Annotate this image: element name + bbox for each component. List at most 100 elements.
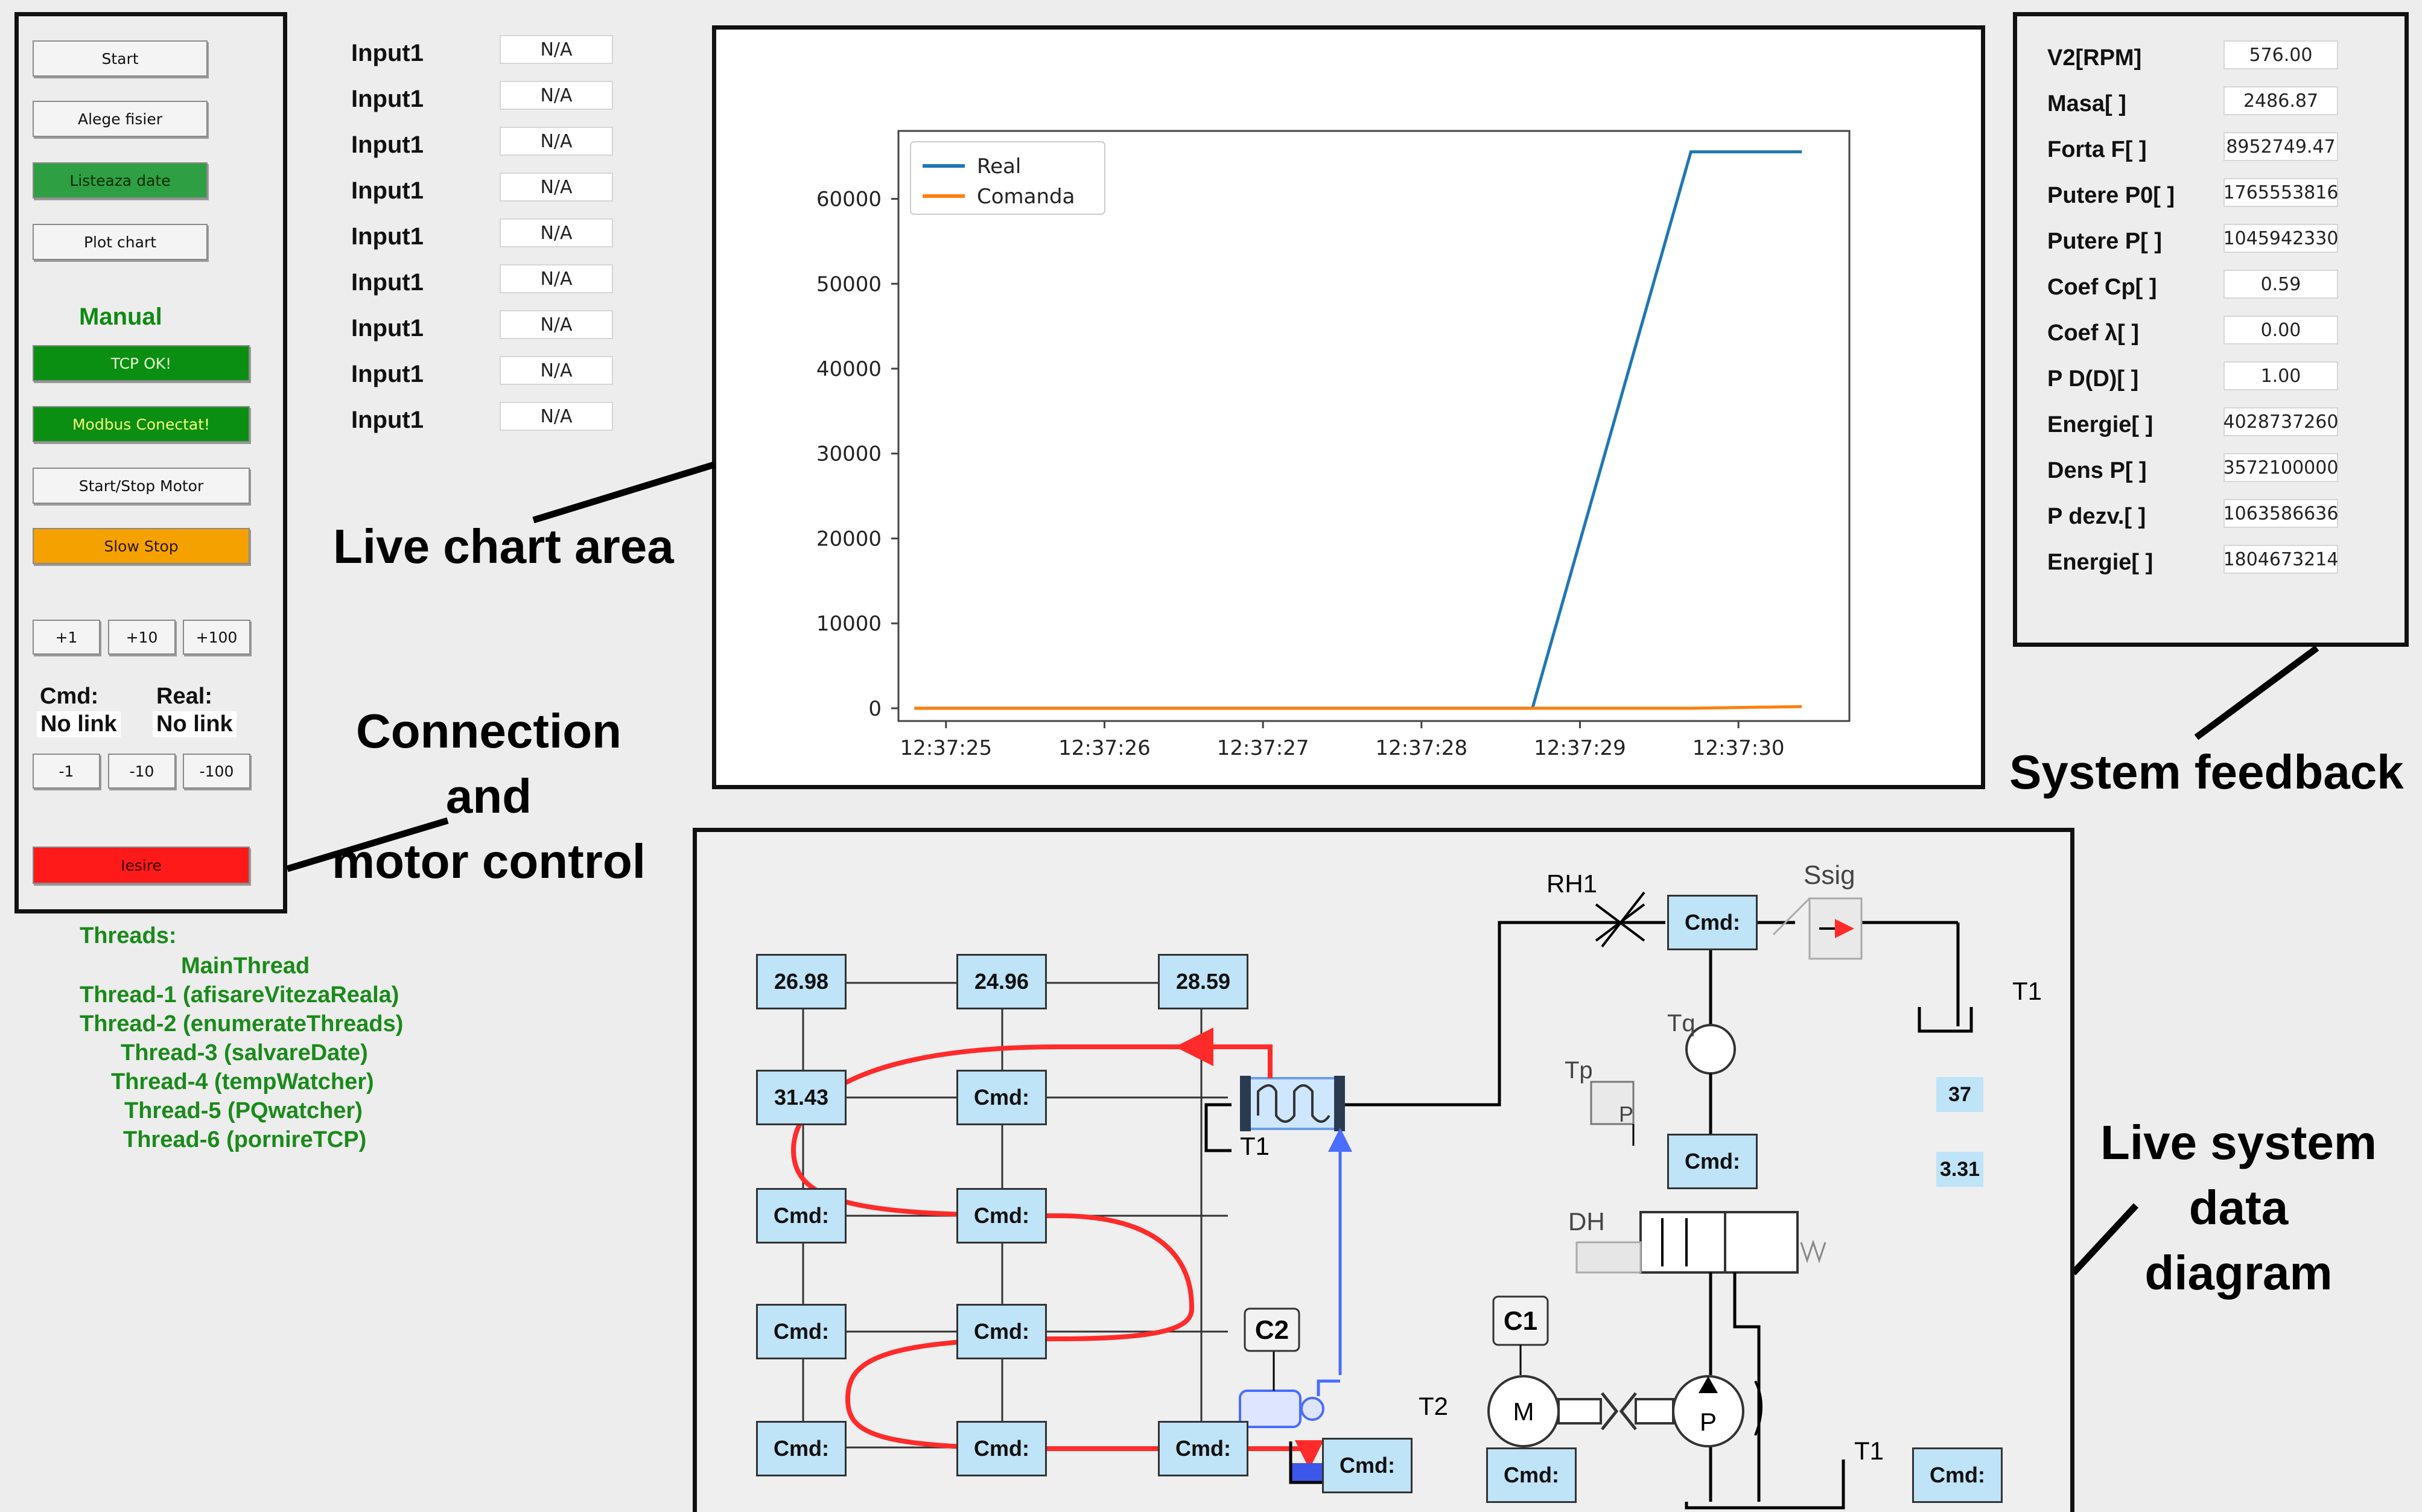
cmd-label: Cmd: — [40, 684, 99, 709]
ssig-label: Ssig — [1804, 860, 1855, 890]
c1-label: C1 — [1504, 1306, 1537, 1336]
feedback-value: 576.00 — [2223, 40, 2338, 69]
feedback-label: Energie[ ] — [2047, 550, 2153, 575]
cmd-box[interactable]: Cmd: — [956, 1070, 1047, 1125]
feedback-label: Masa[ ] — [2047, 91, 2126, 116]
legend-label: Real — [977, 154, 1021, 179]
t1-label: T1 — [1240, 1132, 1270, 1160]
increment-10-button[interactable]: +10 — [108, 620, 176, 655]
input-label: Input1 — [351, 223, 424, 250]
live-chart-annotation: Live chart area — [333, 519, 674, 573]
pump-c2-icon: C2 — [1239, 1307, 1324, 1428]
cmd-box[interactable]: Cmd: — [956, 1304, 1047, 1359]
cmd-box[interactable]: Cmd: — [1667, 895, 1758, 950]
cmd-box[interactable]: Cmd: — [1486, 1447, 1577, 1503]
modbus-status-button[interactable]: Modbus Conectat! — [33, 406, 250, 442]
decrement-1-button[interactable]: -1 — [33, 754, 100, 789]
ssig-icon: Ssig — [1772, 860, 1863, 960]
input-value: N/A — [500, 127, 613, 156]
y-tick-label: 10000 — [816, 612, 882, 636]
listeaza-date-button[interactable]: Listeaza date — [33, 162, 208, 199]
input-value: N/A — [500, 81, 613, 110]
thread-item: Thread-1 (afisareVitezaReala) — [80, 982, 399, 1008]
increment-1-button[interactable]: +1 — [33, 620, 100, 655]
cmd-box[interactable]: Cmd: — [956, 1421, 1047, 1476]
t1-right-label: T1 — [2012, 977, 2042, 1005]
thread-item: Thread-2 (enumerateThreads) — [80, 1011, 404, 1037]
rh1-label: RH1 — [1546, 869, 1597, 898]
input-value: N/A — [500, 402, 613, 431]
valve-rh1-icon: RH1 — [1546, 869, 1645, 948]
slow-stop-button[interactable]: Slow Stop — [33, 528, 250, 564]
input-label: Input1 — [351, 40, 424, 66]
temp-sensor-2: 24.96 — [956, 954, 1047, 1009]
decrement-10-button[interactable]: -10 — [108, 754, 176, 789]
cmd-box[interactable]: Cmd: — [756, 1304, 847, 1359]
cmd-box[interactable]: Cmd: — [756, 1188, 847, 1244]
mode-label: Manual — [79, 303, 162, 330]
system-diagram: T1 C2 T2 T1 RH1 — [779, 860, 2042, 1510]
temp-sensor-3: 28.59 — [1158, 954, 1248, 1009]
y-tick-label: 20000 — [816, 527, 882, 551]
x-tick-label: 12:37:28 — [1375, 736, 1467, 760]
temp-sensor-1: 26.98 — [756, 954, 847, 1009]
x-tick-label: 12:37:27 — [1217, 736, 1309, 760]
y-tick-label: 50000 — [816, 272, 882, 296]
x-tick-label: 12:37:26 — [1058, 736, 1151, 760]
x-tick-label: 12:37:29 — [1534, 736, 1626, 760]
decrement-100-button[interactable]: -100 — [183, 754, 250, 789]
alege-fisier-button[interactable]: Alege fisier — [33, 101, 208, 137]
hot-water-loop — [790, 1044, 1300, 1451]
feedback-value: 8952749.47 — [2223, 132, 2338, 161]
value-37: 37 — [1936, 1077, 1983, 1112]
heat-exchanger-icon — [1240, 1076, 1345, 1131]
feedback-label: Forta F[ ] — [2047, 137, 2147, 162]
feedback-annotation: System feedback — [2009, 745, 2404, 799]
cmd-value: No link — [37, 711, 121, 737]
x-tick-label: 12:37:30 — [1693, 736, 1785, 760]
t1-bottom-label: T1 — [1854, 1437, 1884, 1465]
real-label: Real: — [156, 684, 212, 709]
feedback-label: V2[RPM] — [2047, 45, 2142, 71]
input-value: N/A — [500, 173, 613, 202]
feedback-label: P D(D)[ ] — [2047, 366, 2139, 392]
value-3-31: 3.31 — [1936, 1152, 1983, 1187]
iesire-button[interactable]: Iesire — [33, 847, 250, 884]
connection-annotation-line2: motor control — [332, 834, 646, 888]
feedback-value: 3572100000 — [2223, 453, 2338, 482]
thread-item: MainThread — [181, 953, 310, 979]
feedback-value: 4028737260 — [2223, 407, 2338, 436]
diagram-annotation-line3: diagram — [2144, 1246, 2333, 1300]
diagram-annotation-line1: Live system — [2100, 1116, 2377, 1169]
cmd-box[interactable]: Cmd: — [1158, 1421, 1248, 1476]
feedback-label: Coef Cp[ ] — [2047, 275, 2157, 300]
input-label: Input1 — [351, 132, 424, 158]
t2-label: T2 — [1419, 1392, 1448, 1420]
motor-c1-icon: C1 M — [1487, 1295, 1674, 1447]
tcp-status-button[interactable]: TCP OK! — [33, 345, 250, 381]
thread-item: Thread-4 (tempWatcher) — [111, 1069, 374, 1094]
cmd-box[interactable]: Cmd: — [1322, 1438, 1413, 1493]
thread-item: Thread-3 (salvareDate) — [121, 1040, 368, 1066]
feedback-value: 1765553816 — [2223, 178, 2338, 207]
y-tick-label: 0 — [868, 697, 882, 721]
feedback-label: P dezv.[ ] — [2047, 504, 2146, 529]
input-label: Input1 — [351, 315, 424, 341]
y-tick-label: 60000 — [816, 188, 882, 212]
increment-100-button[interactable]: +100 — [183, 620, 250, 655]
cmd-box[interactable]: Cmd: — [1912, 1447, 2003, 1503]
feedback-value: 2486.87 — [2223, 86, 2338, 115]
feedback-value: 1063586636 — [2223, 499, 2338, 528]
feedback-value: 1804673214 — [2223, 545, 2338, 574]
cmd-box[interactable]: Cmd: — [956, 1188, 1047, 1244]
connection-annotation: Connection and motor control — [308, 699, 670, 894]
plot-chart-button[interactable]: Plot chart — [33, 224, 208, 260]
cmd-box[interactable]: Cmd: — [1667, 1134, 1758, 1189]
feedback-pointer-line — [2194, 645, 2319, 740]
input-value: N/A — [500, 310, 613, 339]
cmd-box[interactable]: Cmd: — [756, 1421, 847, 1476]
start-button[interactable]: Start — [33, 40, 208, 77]
start-stop-motor-button[interactable]: Start/Stop Motor — [33, 468, 250, 504]
